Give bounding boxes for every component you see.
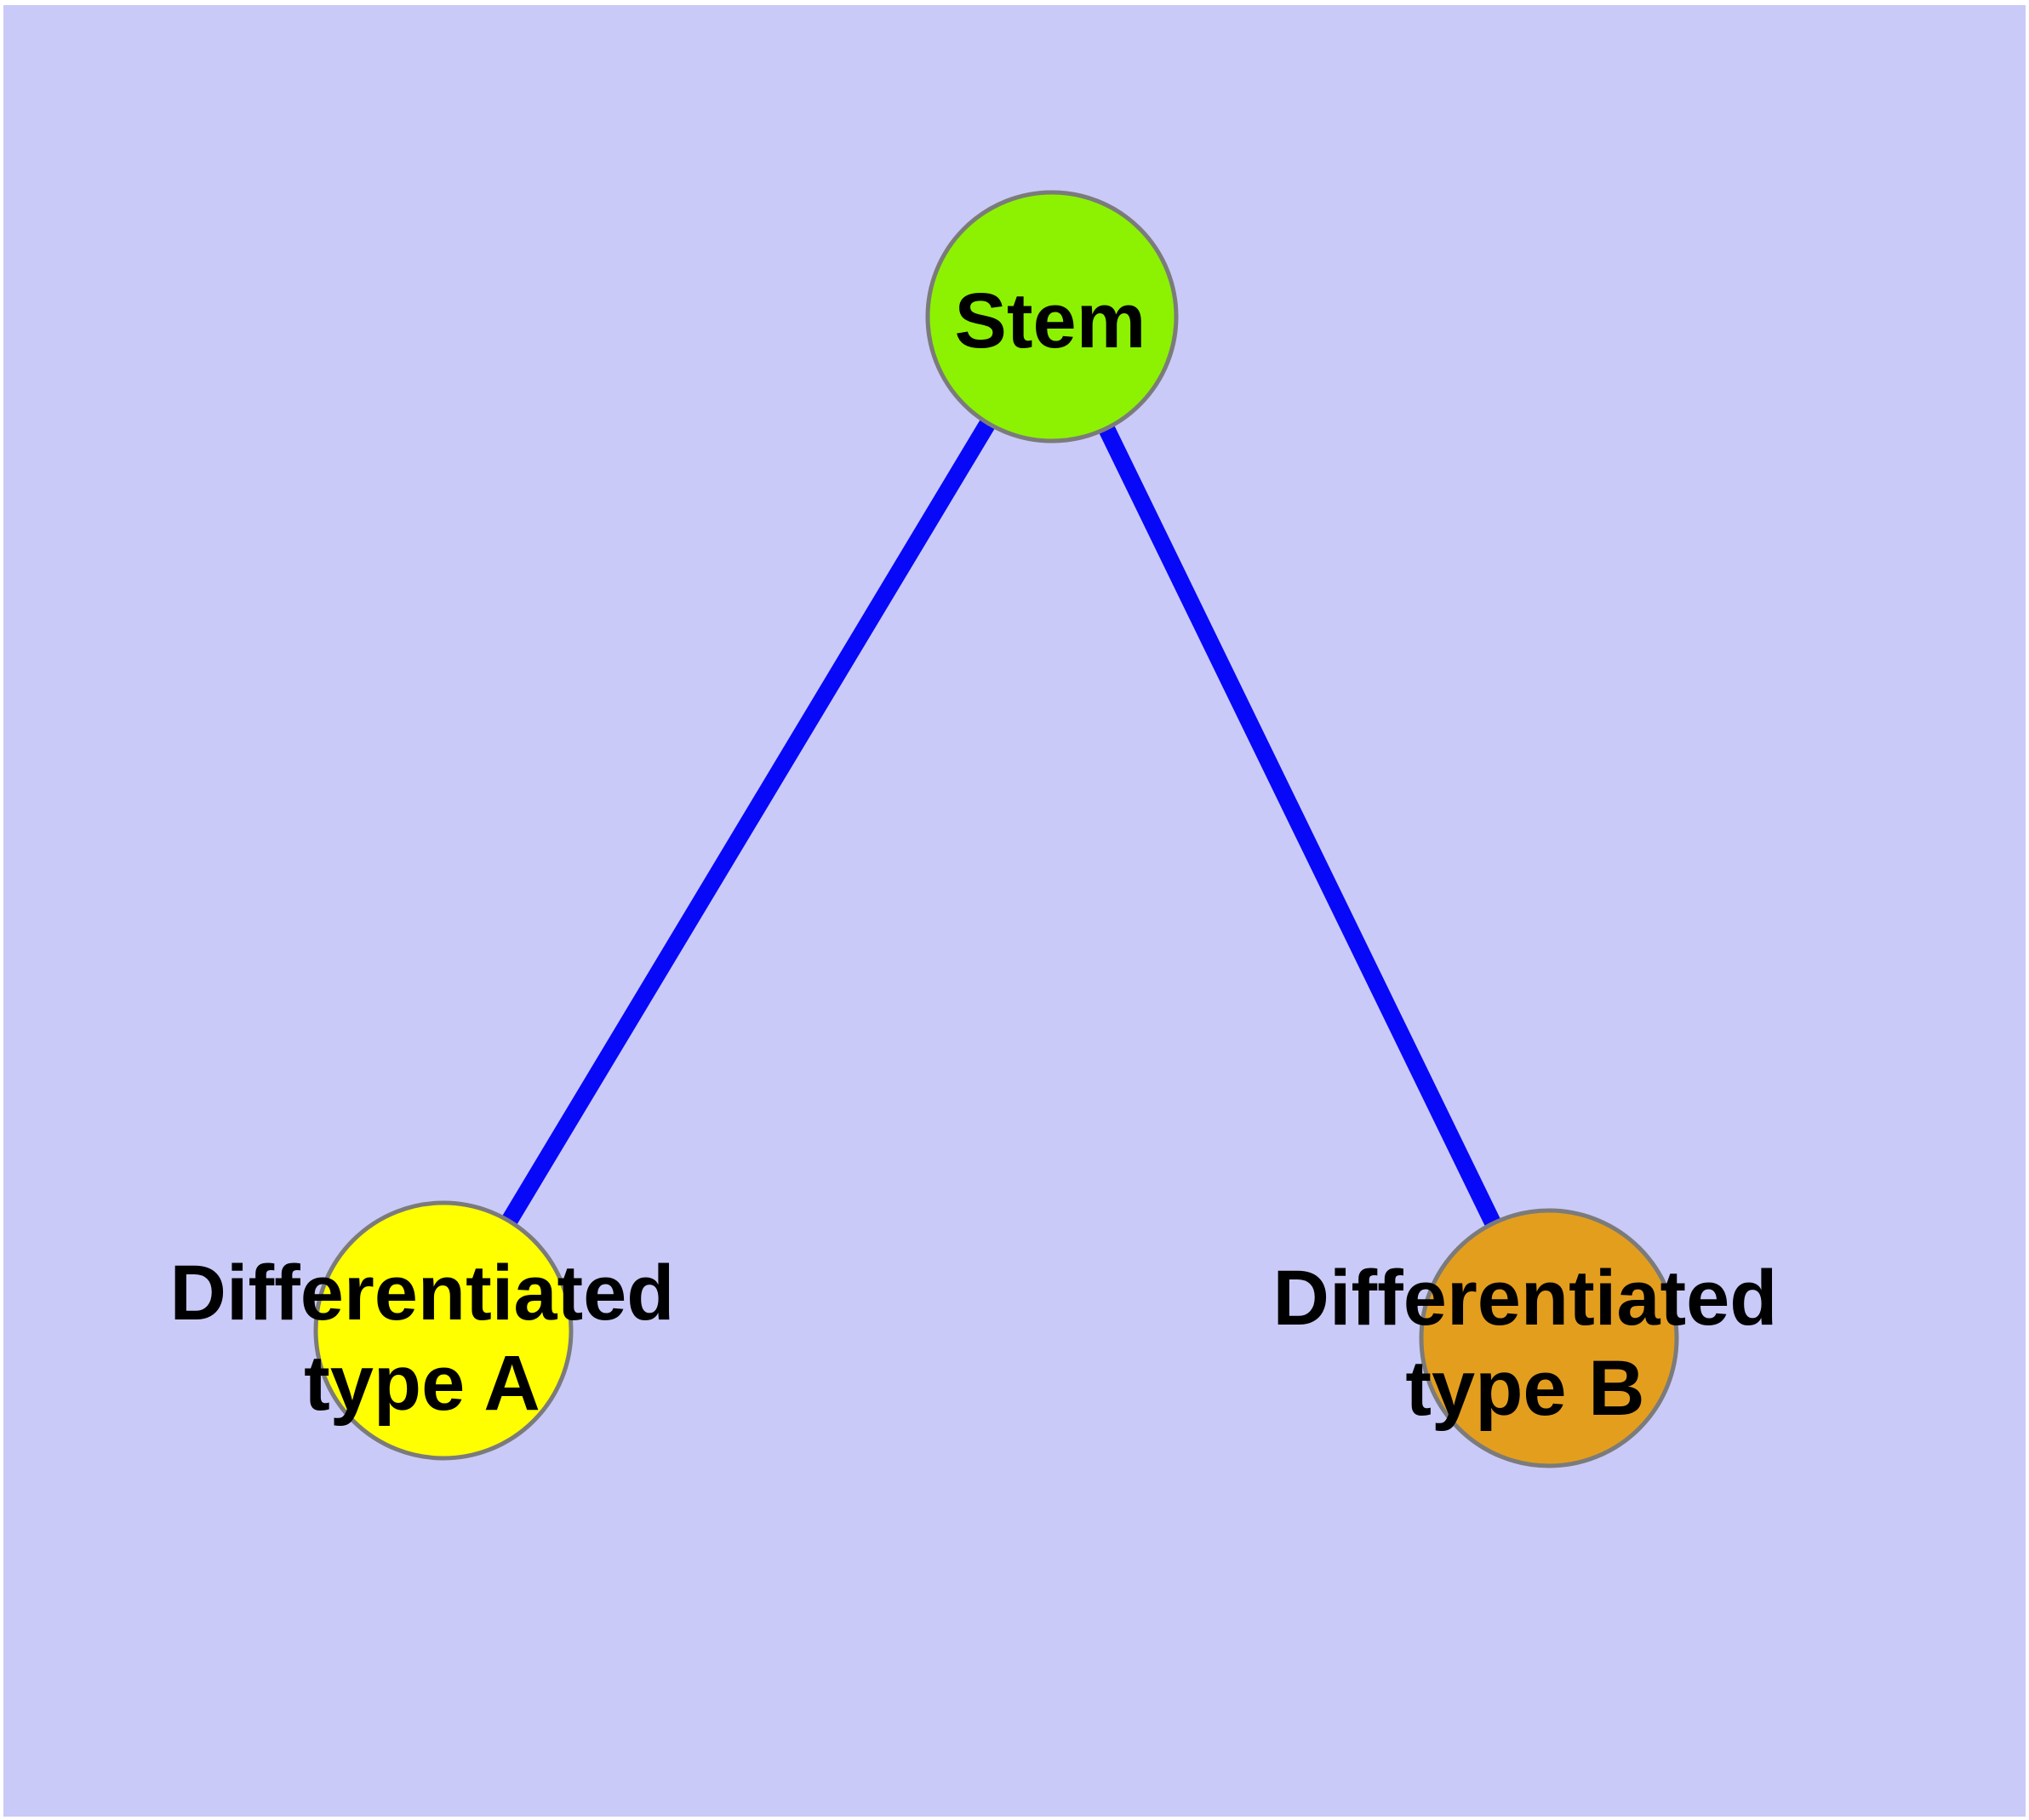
edge-stem-to-diff-a — [436, 312, 1060, 1336]
node-diff-a — [313, 1200, 574, 1461]
node-stem — [925, 190, 1179, 444]
edge-stem-to-diff-b — [1044, 312, 1557, 1342]
node-diff-b — [1419, 1208, 1679, 1468]
